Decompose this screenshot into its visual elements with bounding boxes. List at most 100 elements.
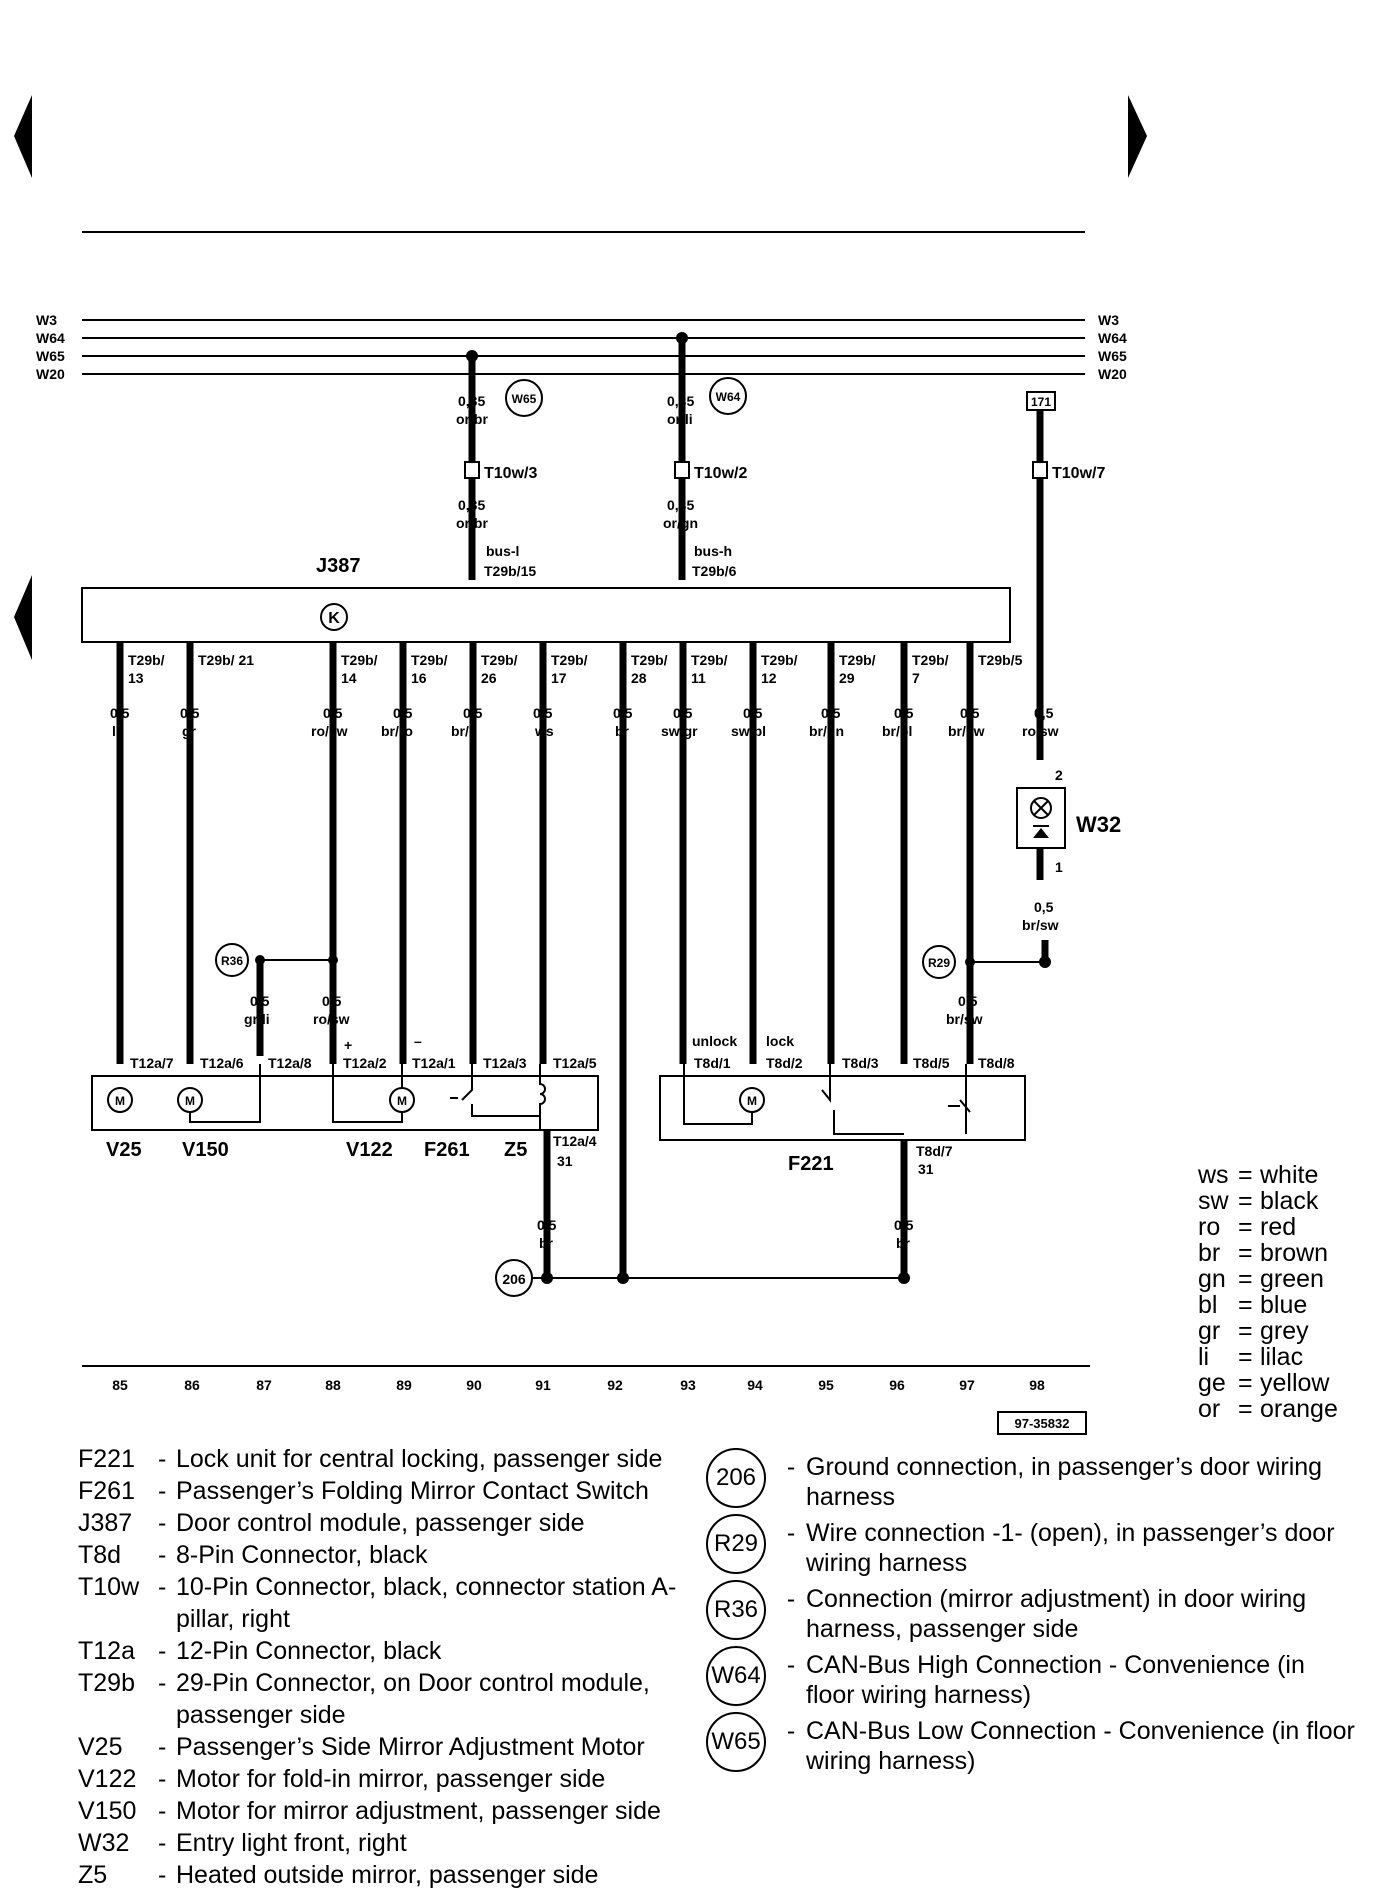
legend-code: W32	[78, 1829, 130, 1857]
color-abbrev: gr	[1198, 1317, 1221, 1345]
pin-label: T29b/	[631, 652, 668, 668]
track-number: 95	[818, 1377, 834, 1393]
w65-connection-icon	[505, 379, 543, 417]
f261-switch-icon	[450, 1064, 540, 1117]
r36-connection-icon	[215, 943, 249, 977]
legend-description: Passenger’s Folding Mirror Contact Switc…	[176, 1477, 649, 1505]
t29b15-label: T29b/15	[484, 563, 536, 579]
wire-color: br/ro	[381, 723, 413, 739]
w32-wire-color: ro/sw	[1022, 723, 1059, 739]
color-name: brown	[1260, 1239, 1329, 1267]
ground-wire-gauge: 0,5	[894, 1217, 914, 1233]
previous-page-arrow-icon[interactable]	[14, 95, 32, 178]
t29b6-label: T29b/6	[692, 563, 737, 579]
legend-description: 10-Pin Connector, black, connector stati…	[176, 1573, 677, 1633]
pin-number: 13	[128, 670, 144, 686]
legend-description: Heated outside mirror, passenger side	[176, 1861, 599, 1889]
t12-pin: T12a/6	[200, 1055, 244, 1071]
r29-connection-icon	[922, 945, 956, 979]
svg-text:M: M	[747, 1094, 757, 1108]
f221-contact-icon	[948, 1064, 971, 1134]
wire-color: or/gn	[663, 515, 698, 531]
wire-color: sw/bl	[731, 723, 766, 739]
component-legend: F221-Lock unit for central locking, pass…	[78, 1443, 718, 1891]
wire-color: gr	[182, 723, 197, 739]
track-number: 97	[959, 1377, 975, 1393]
svg-text:M: M	[397, 1094, 407, 1108]
color-code-row: br=brown	[1198, 1240, 1368, 1266]
legend-row: W32-Entry light front, right	[78, 1827, 718, 1859]
pin-number: 14	[341, 670, 357, 686]
pin-label: T29b/	[691, 652, 728, 668]
wire-color: br	[615, 723, 630, 739]
legend-dash: -	[158, 1669, 167, 1697]
legend-description: Motor for fold-in mirror, passenger side	[176, 1765, 606, 1793]
lock-label: lock	[766, 1033, 794, 1049]
legend-row: F221-Lock unit for central locking, pass…	[78, 1443, 718, 1475]
color-code-row: sw=black	[1198, 1188, 1368, 1214]
pin-number: 12	[761, 670, 777, 686]
wiring-diagram: W3 W64 W65 W20 W3 W64 W65 W20 W65 W64 17…	[14, 95, 1147, 1435]
bus-l-label: bus-l	[486, 543, 519, 559]
legend-row: T8d-8-Pin Connector, black	[78, 1539, 718, 1571]
motor-v122-icon: M	[389, 1087, 415, 1113]
wire-color: li	[112, 723, 120, 739]
legend-row: T10w-10-Pin Connector, black, connector …	[78, 1571, 718, 1635]
track-number: 96	[889, 1377, 905, 1393]
w32-pin-2: 2	[1055, 767, 1063, 783]
next-page-arrow-icon[interactable]	[1128, 95, 1147, 178]
wire-gauge: 0,5	[110, 705, 130, 721]
wire-color: br/sw	[948, 723, 985, 739]
legend-dash: -	[158, 1797, 167, 1825]
track-number: 89	[396, 1377, 412, 1393]
r36-wire-gauge: 0,5	[322, 993, 342, 1009]
legend-code: F261	[78, 1477, 135, 1505]
t12-pin: T12a/5	[553, 1055, 597, 1071]
connection-circle-icon: 206	[706, 1448, 766, 1508]
v122-label: V122	[346, 1139, 393, 1161]
lamp-cross-icon	[1033, 800, 1049, 816]
legend-dash: -	[158, 1509, 167, 1537]
pin-label: T29b/5	[978, 652, 1023, 668]
t12-pin: T12a/3	[483, 1055, 527, 1071]
r36-label: R36	[221, 954, 243, 968]
color-name: red	[1260, 1213, 1297, 1241]
wire-gauge: 0,5	[894, 705, 914, 721]
t10w2-label: T10w/2	[694, 465, 747, 482]
v150-return	[189, 1064, 261, 1123]
wire-color: ro/sw	[311, 723, 348, 739]
t8-pin: T8d/8	[978, 1055, 1015, 1071]
equals-sign: =	[1238, 1239, 1253, 1267]
t8d-connector-box	[659, 1075, 1026, 1141]
t8-pin: T8d/3	[842, 1055, 879, 1071]
bus-junction-low	[466, 350, 478, 362]
bus-label-right-w20: W20	[1098, 366, 1127, 382]
k-symbol-label: K	[328, 610, 340, 627]
v25-label: V25	[106, 1139, 142, 1161]
color-abbrev: ro	[1198, 1213, 1221, 1241]
pin-label: T29b/	[341, 652, 378, 668]
legend-dash: -	[786, 1651, 796, 1679]
legend-description: CAN-Bus High Connection - Convenience (i…	[806, 1651, 1305, 1709]
pin-label: T29b/	[912, 652, 949, 668]
legend-description: Lock unit for central locking, passenger…	[176, 1445, 663, 1473]
f221-motor-wiring	[683, 1064, 753, 1125]
t8-pin: T8d/2	[766, 1055, 803, 1071]
legend-code: V122	[78, 1765, 137, 1793]
t10w3-label: T10w/3	[484, 465, 537, 482]
minus-sign: –	[414, 1033, 422, 1049]
track-number: 98	[1029, 1377, 1045, 1393]
legend-row: V150-Motor for mirror adjustment, passen…	[78, 1795, 718, 1827]
pin-number: 29	[839, 670, 855, 686]
diode-icon	[1033, 828, 1049, 838]
wire-gauge: 0,35	[667, 497, 694, 513]
wire-color: br/li	[451, 723, 477, 739]
legend-row: W65-CAN-Bus Low Connection - Convenience…	[706, 1712, 1356, 1776]
pin-label: T29b/	[551, 652, 588, 668]
unlock-label: unlock	[692, 1033, 737, 1049]
legend-code: T12a	[78, 1637, 135, 1665]
legend-row: 206-Ground connection, in passenger’s do…	[706, 1448, 1356, 1512]
equals-sign: =	[1238, 1265, 1253, 1293]
legend-code: T29b	[78, 1669, 135, 1697]
